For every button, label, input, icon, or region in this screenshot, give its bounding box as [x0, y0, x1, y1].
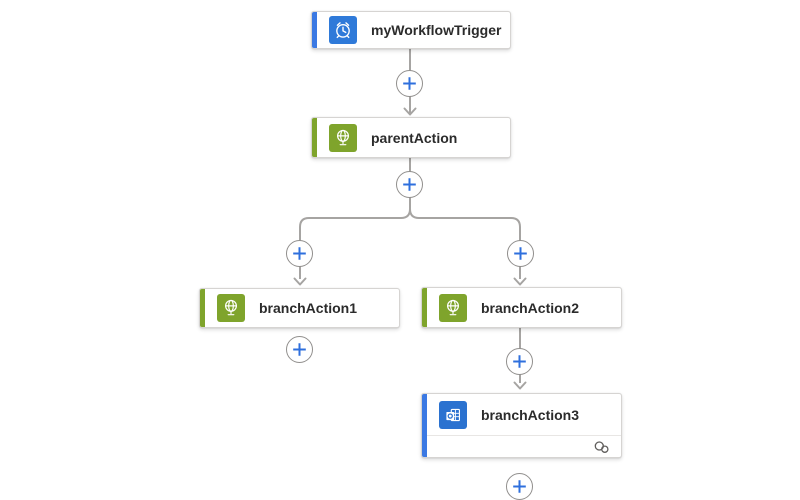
globe-icon [439, 293, 467, 322]
node-footer [422, 435, 621, 457]
node-card-branch-action-3[interactable]: branchAction3 [421, 393, 622, 458]
arrowhead-icon [513, 277, 527, 286]
accent-bar [422, 394, 427, 457]
accent-bar [422, 288, 427, 327]
arrowhead-icon [513, 381, 527, 390]
node-label: myWorkflowTrigger [371, 22, 502, 38]
node-card-branch-action-2[interactable]: branchAction2 [421, 287, 622, 328]
node-label: parentAction [371, 129, 458, 146]
node-card-parent-action[interactable]: parentAction [311, 117, 511, 158]
insert-step-button[interactable] [506, 473, 533, 500]
connector [299, 158, 411, 279]
connector [409, 158, 521, 279]
outlook-connector-icon [439, 400, 467, 429]
insert-step-button[interactable] [286, 336, 313, 363]
globe-icon [329, 123, 357, 152]
arrowhead-icon [293, 277, 307, 286]
node-label: branchAction1 [259, 300, 358, 316]
node-label: branchAction2 [481, 299, 580, 316]
node-card-trigger[interactable]: myWorkflowTrigger [311, 11, 511, 49]
insert-step-button[interactable] [507, 240, 534, 267]
insert-step-button[interactable] [286, 240, 313, 267]
node-card-branch-action-1[interactable]: branchAction1 [199, 288, 400, 328]
insert-step-button[interactable] [396, 171, 423, 198]
insert-step-button[interactable] [506, 348, 533, 375]
accent-bar [312, 118, 317, 157]
alarm-clock-icon [329, 16, 357, 44]
node-label: branchAction3 [481, 406, 580, 423]
globe-icon [217, 294, 245, 322]
accent-bar [312, 12, 317, 48]
connection-rings-icon[interactable] [593, 440, 610, 454]
insert-step-button[interactable] [396, 70, 423, 97]
arrowhead-icon [403, 107, 417, 116]
accent-bar [200, 289, 205, 327]
